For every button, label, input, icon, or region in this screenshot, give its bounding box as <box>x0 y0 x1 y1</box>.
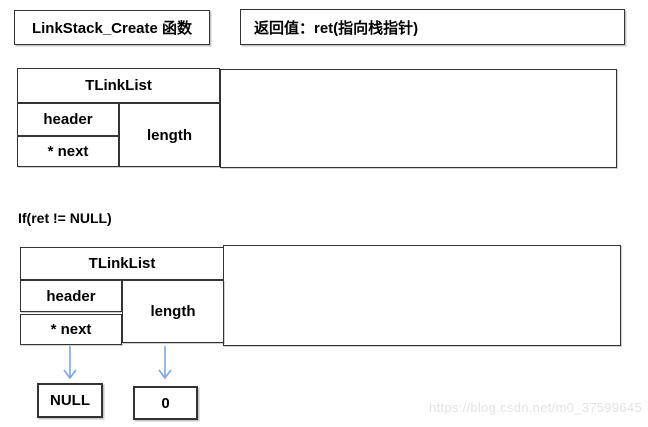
null-value-box: NULL <box>37 383 103 418</box>
condition-label: If(ret != NULL) <box>18 210 112 226</box>
next-field-cell: * next <box>20 314 122 345</box>
memory-box <box>223 245 621 346</box>
struct-type-cell: TLinkList <box>17 68 220 103</box>
zero-value-box: 0 <box>133 386 198 420</box>
function-title-box: LinkStack_Create 函数 <box>14 10 210 45</box>
length-field-cell: length <box>122 280 224 343</box>
down-arrow-icon <box>158 346 172 380</box>
next-field-cell: * next <box>17 136 119 167</box>
return-value-box: 返回值：ret(指向栈指针) <box>240 9 625 45</box>
struct-type-cell: TLinkList <box>20 247 224 280</box>
length-field-cell: length <box>119 103 220 167</box>
memory-box <box>220 69 617 168</box>
watermark-text: https://blog.csdn.net/m0_37599645 <box>429 400 642 415</box>
header-field-cell: header <box>20 280 122 312</box>
down-arrow-icon <box>63 346 77 380</box>
header-field-cell: header <box>17 103 119 136</box>
